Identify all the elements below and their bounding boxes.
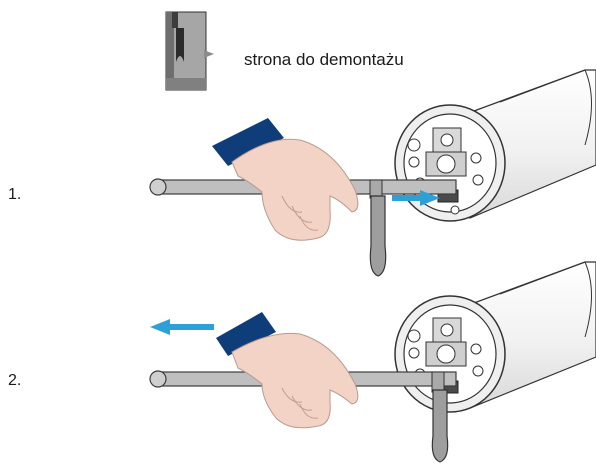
hand-icon	[216, 312, 359, 429]
legend-caption: strona do demontażu	[244, 50, 404, 69]
step-2-label: 2.	[8, 372, 22, 389]
removal-tool-icon	[431, 371, 449, 463]
direction-arrow-icon	[392, 190, 440, 206]
step-1-label: 1.	[8, 186, 22, 203]
hand-icon	[212, 118, 359, 241]
legend-demount-side-icon	[165, 11, 214, 91]
direction-arrow-icon	[150, 319, 214, 335]
motor-head-icon	[394, 261, 596, 413]
step-2-illustration	[149, 261, 596, 463]
removal-tool-icon	[369, 179, 387, 277]
step-1-illustration	[149, 69, 596, 277]
